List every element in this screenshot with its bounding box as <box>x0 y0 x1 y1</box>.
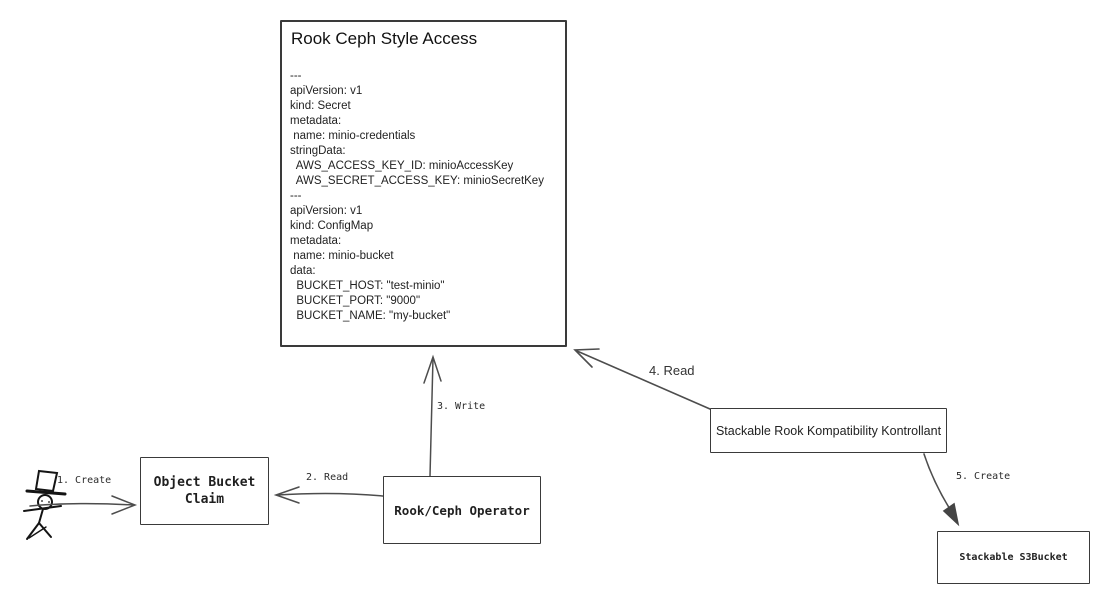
arrow-label-5-create: 5. Create <box>956 471 1011 482</box>
arrow-label-1-create: 1. Create <box>57 475 112 486</box>
node-title: Rook Ceph Style Access <box>291 29 478 48</box>
arrow-label-4-read: 4. Read <box>649 363 695 378</box>
arrow-label-3-write: 3. Write <box>437 401 486 412</box>
arrow-1-create <box>29 495 138 515</box>
arrow-label-2-read: 2. Read <box>306 472 349 483</box>
arrow-5-create <box>923 453 960 527</box>
stackable-s3bucket-node: Stackable S3Bucket <box>937 531 1090 584</box>
arrow-3-write <box>423 354 442 477</box>
node-label: Object Bucket Claim <box>153 475 256 507</box>
arrow-4-read <box>573 348 711 410</box>
node-label: Stackable Rook Kompatibility Kontrollant <box>715 423 942 438</box>
rook-ceph-operator-node: Rook/Ceph Operator <box>383 476 541 544</box>
stackable-kontrollant-node: Stackable Rook Kompatibility Kontrollant <box>710 408 947 453</box>
yaml-manifest-text: --- apiVersion: v1 kind: Secret metadata… <box>290 70 544 322</box>
object-bucket-claim-node: Object Bucket Claim <box>140 457 269 525</box>
node-label: Stackable S3Bucket <box>959 552 1068 563</box>
node-label: Rook/Ceph Operator <box>394 502 530 518</box>
arrow-2-read <box>273 486 384 504</box>
rook-ceph-style-access-node: Rook Ceph Style Access --- apiVersion: v… <box>280 20 567 347</box>
